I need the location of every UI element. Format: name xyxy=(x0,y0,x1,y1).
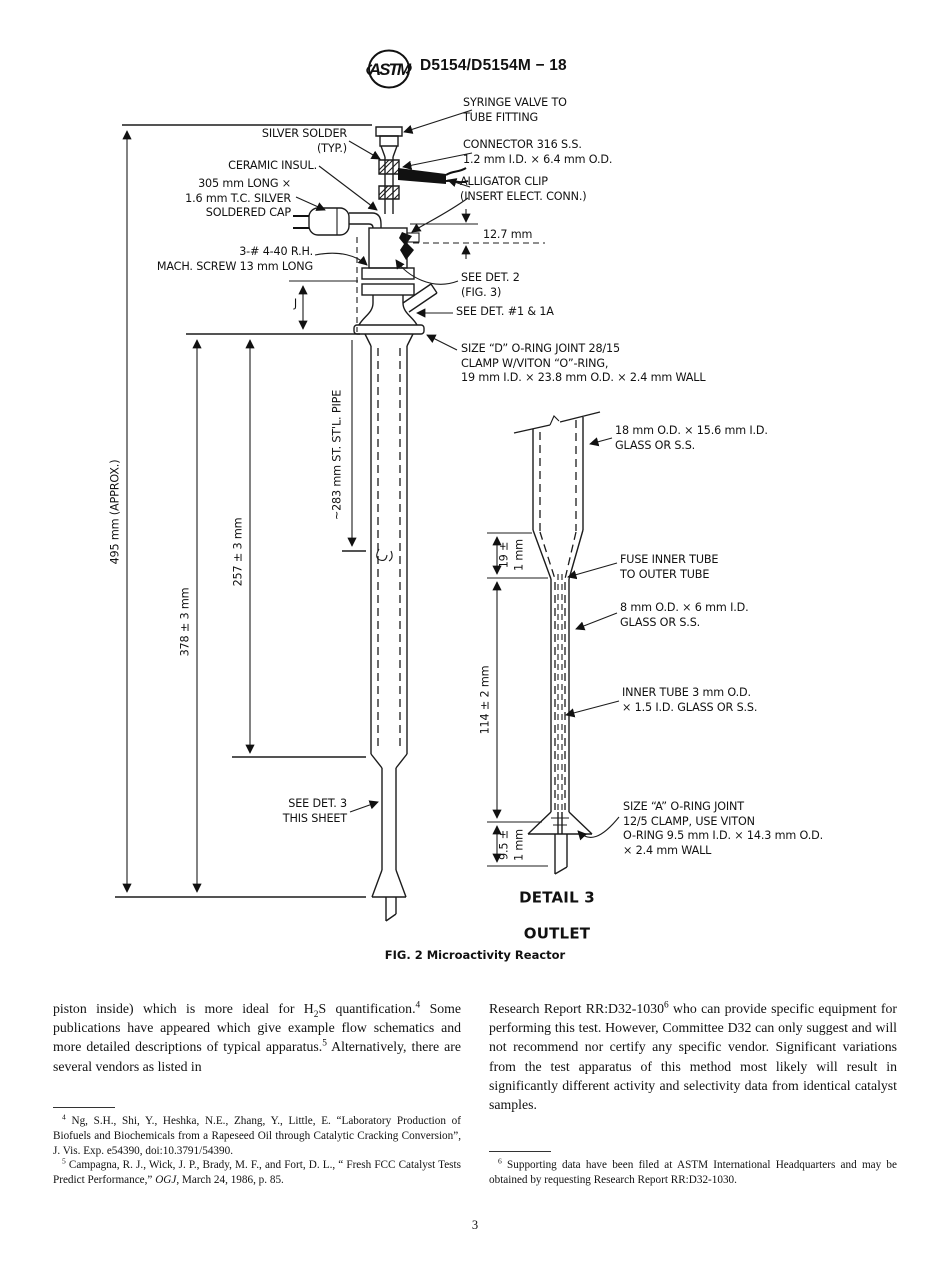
svg-text:ASTM: ASTM xyxy=(368,60,412,79)
page-header: ASTM D5154/D5154M − 18 xyxy=(0,46,950,94)
label-dim-12-7: 12.7 mm xyxy=(483,228,533,241)
footnotes-left: 4 Ng, S.H., Shi, Y., Heshka, N.E., Zhang… xyxy=(53,1112,461,1188)
label-dim-283: ~283 mm ST. ST'L. PIPE xyxy=(330,389,344,521)
label-silver-solder: SILVER SOLDER(TYP.) xyxy=(261,127,347,155)
astm-logo-icon: ASTM xyxy=(366,46,414,92)
label-dim-114: 114 ± 2 mm xyxy=(478,665,492,735)
footnote-5: 5 Campagna, R. J., Wick, J. P., Brady, M… xyxy=(53,1156,461,1187)
label-j-dim: J xyxy=(293,297,297,310)
footnotes-right: 6 Supporting data have been filed at AST… xyxy=(489,1156,897,1188)
page-number: 3 xyxy=(471,1218,479,1232)
footnote-rule-left xyxy=(53,1107,115,1108)
label-dim-257: 257 ± 3 mm xyxy=(231,517,245,587)
label-ceramic-insul: CERAMIC INSUL. xyxy=(228,159,317,172)
footnote-6: 6 Supporting data have been filed at AST… xyxy=(489,1156,897,1186)
label-inner-tube: INNER TUBE 3 mm O.D.× 1.5 I.D. GLASS OR … xyxy=(622,686,758,714)
label-detail-3: DETAIL 3 xyxy=(519,888,595,907)
body-left-column: piston inside) which is more ideal for H… xyxy=(53,1000,461,1074)
label-8mm-tube: 8 mm O.D. × 6 mm I.D.GLASS OR S.S. xyxy=(620,601,749,629)
label-outlet: OUTLET xyxy=(523,924,591,943)
label-alligator-clip: ALLIGATOR CLIP(INSERT ELECT. CONN.) xyxy=(460,175,587,203)
document-code: D5154/D5154M − 18 xyxy=(420,57,567,74)
footnote-4: 4 Ng, S.H., Shi, Y., Heshka, N.E., Zhang… xyxy=(53,1112,461,1157)
figure-caption: FIG. 2 Microactivity Reactor xyxy=(384,948,566,962)
label-dim-19: 19 ±1 mm xyxy=(497,539,525,571)
label-see-det-2: SEE DET. 2(FIG. 3) xyxy=(461,271,520,299)
label-18mm-tube: 18 mm O.D. × 15.6 mm I.D.GLASS OR S.S. xyxy=(615,424,768,452)
label-dim-495: 495 mm (APPROX.) xyxy=(108,459,122,565)
footnote-rule-right xyxy=(489,1151,551,1152)
label-mach-screw: 3-# 4-40 R.H.MACH. SCREW 13 mm LONG xyxy=(156,245,313,273)
label-connector: CONNECTOR 316 S.S.1.2 mm I.D. × 6.4 mm O… xyxy=(463,138,613,166)
label-see-det-1-1a: SEE DET. #1 & 1A xyxy=(456,305,554,318)
label-dim-9-5: 9.5 ±1 mm xyxy=(497,829,525,861)
label-dim-378: 378 ± 3 mm xyxy=(178,587,192,657)
body-right-column: Research Report RR:D32-10306 who can pro… xyxy=(489,1000,897,1113)
